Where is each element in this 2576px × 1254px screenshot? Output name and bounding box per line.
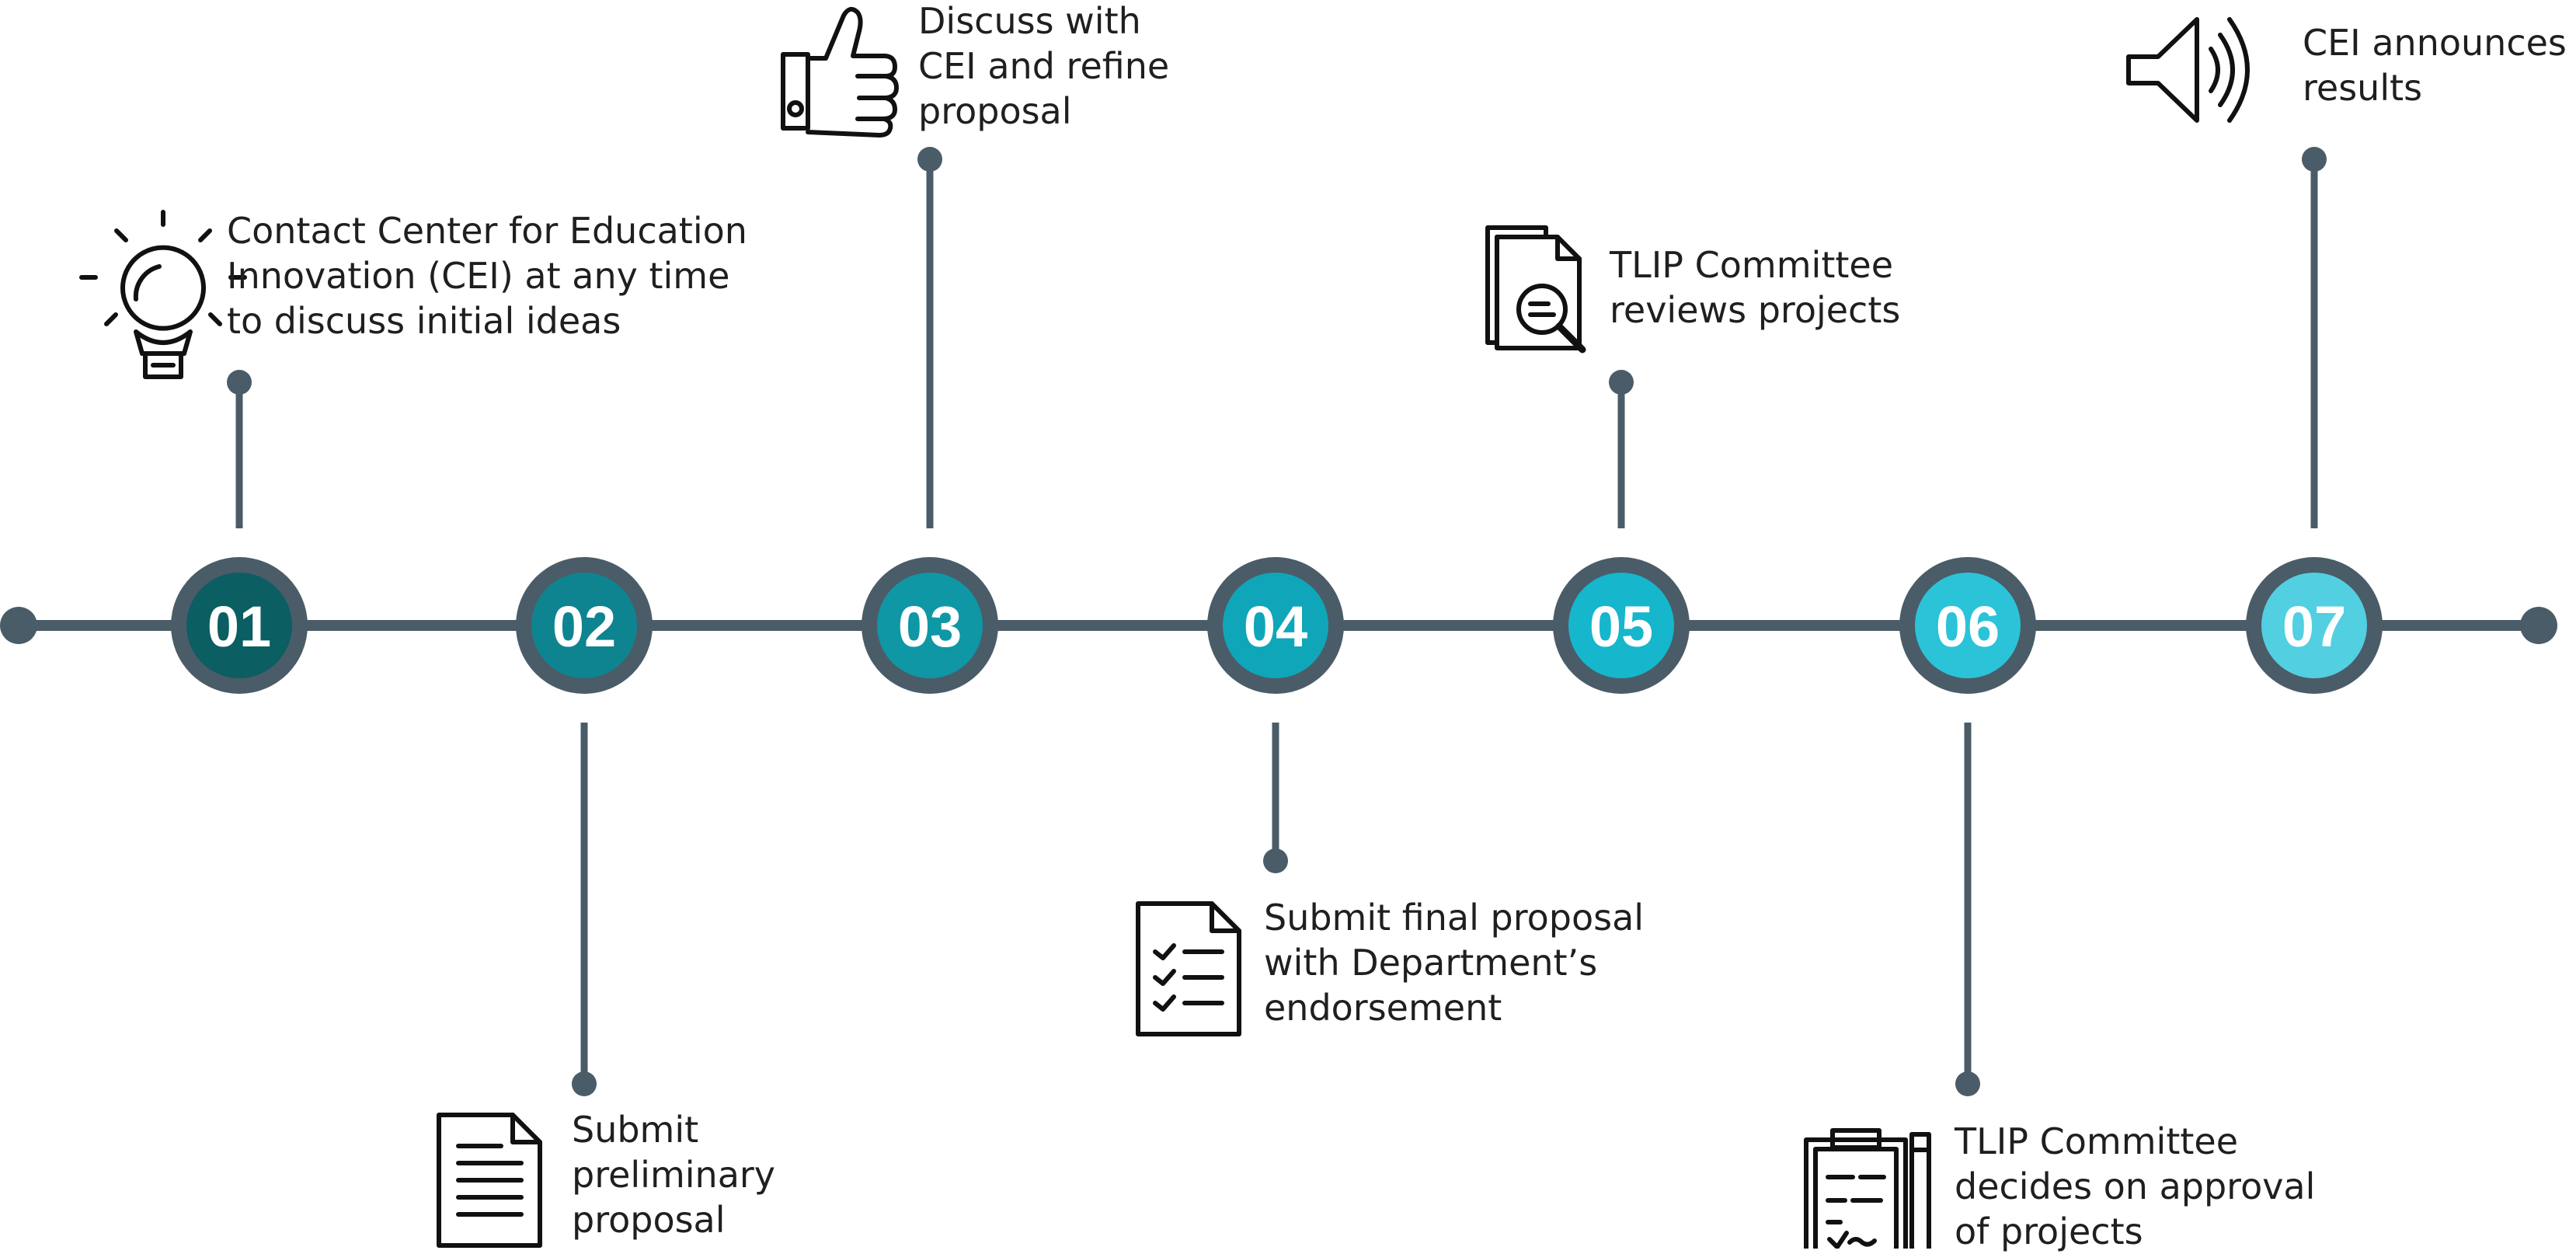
step-text-line: decides on approval [1955, 1165, 2316, 1207]
step-node [531, 573, 637, 678]
step-number: 03 [898, 594, 962, 659]
step-text-line: results [2303, 67, 2423, 109]
step-number: 06 [1936, 594, 2000, 659]
step-node [1223, 573, 1328, 678]
step-text-line: CEI and refine [918, 45, 1170, 87]
step-text-line: reviews projects [1610, 289, 1901, 331]
step-text-line: of projects [1955, 1210, 2143, 1252]
step-node [186, 573, 292, 678]
speaker-icon [2126, 17, 2250, 123]
step-text-line: Discuss with [918, 0, 1141, 42]
document-search-icon [1485, 225, 1586, 354]
step-number: 04 [1244, 594, 1307, 659]
step-text-line: TLIP Committee [1955, 1120, 2238, 1162]
step-number: 07 [2282, 594, 2346, 659]
step-node [1915, 573, 2021, 678]
connector-dot [227, 370, 252, 395]
connector-dot [1955, 1071, 1980, 1096]
step-text-line: TLIP Committee [1610, 244, 1893, 286]
clipboard-approval-icon [1804, 1128, 1931, 1249]
step-text-line: Contact Center for Education [227, 210, 747, 252]
checklist-document-icon [1136, 901, 1241, 1036]
connector-dot [1609, 370, 1634, 395]
step-text-line: Submit [572, 1109, 699, 1151]
step-text-line: proposal [918, 90, 1072, 132]
connector-dot [2302, 147, 2327, 172]
thumbs-up-icon [781, 6, 899, 138]
step-text-line: with Department’s [1264, 942, 1598, 984]
timeline-start-cap [0, 607, 37, 644]
step-number: 02 [552, 594, 616, 659]
connector-dot [1263, 848, 1288, 873]
step-text-line: CEI announces [2303, 22, 2567, 64]
step-text-line: endorsement [1264, 987, 1502, 1029]
step-node [1568, 573, 1674, 678]
connector-dot [572, 1071, 597, 1096]
step-number: 01 [207, 594, 271, 659]
timeline-end-cap [2520, 607, 2557, 644]
step-number: 05 [1589, 594, 1653, 659]
step-text-line: proposal [572, 1199, 726, 1241]
lightbulb-icon [79, 210, 247, 379]
connector-dot [917, 147, 942, 172]
step-node [877, 573, 983, 678]
step-node [2261, 573, 2367, 678]
step-text-line: Innovation (CEI) at any time [227, 255, 730, 297]
step-text-line: Submit final proposal [1264, 897, 1645, 939]
step-text-line: to discuss initial ideas [227, 300, 621, 342]
step-text-line: preliminary [572, 1154, 776, 1196]
document-icon [437, 1113, 542, 1248]
